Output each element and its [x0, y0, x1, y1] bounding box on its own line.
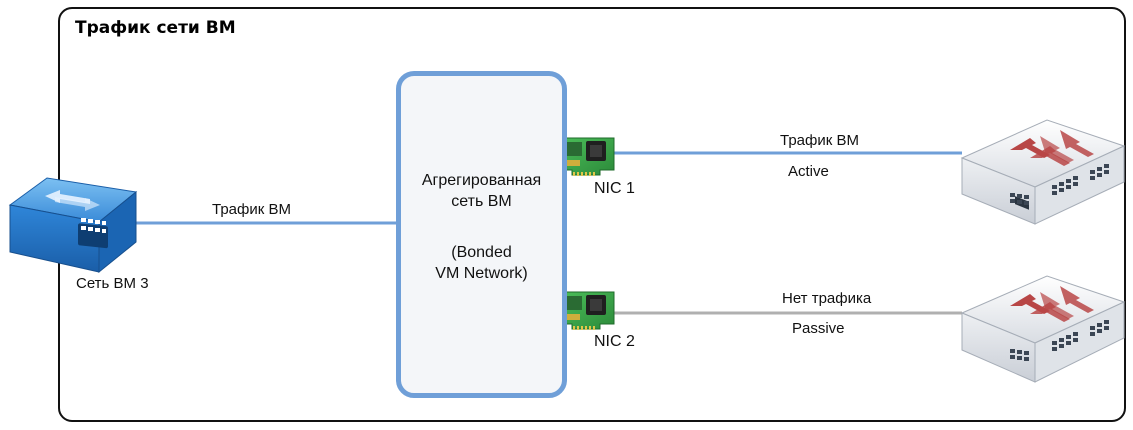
physical-switch-icon — [960, 119, 1126, 225]
bond-label-line4: VM Network) — [435, 265, 528, 282]
nic1-state-label: Active — [788, 163, 829, 180]
nic2-link-label: Нет трафика — [782, 290, 872, 307]
physical-switch-icon — [960, 275, 1126, 383]
nic1-link-label: Трафик ВМ — [780, 132, 859, 149]
bond-label-line2: сеть ВМ — [451, 193, 512, 210]
vm-link-label: Трафик ВМ — [212, 201, 291, 218]
bonded-network-box — [396, 71, 567, 398]
bond-label-line3: (Bonded — [451, 244, 512, 261]
bond-label-line1: Агрегированная — [421, 172, 542, 189]
nic1-label: NIC 1 — [594, 180, 635, 197]
nic2-state-label: Passive — [792, 320, 845, 337]
nic2-label: NIC 2 — [594, 333, 635, 350]
diagram-title: Трафик сети ВМ — [75, 18, 236, 38]
vm-network-icon — [8, 177, 138, 274]
vm-network-label: Сеть ВМ 3 — [76, 275, 149, 292]
